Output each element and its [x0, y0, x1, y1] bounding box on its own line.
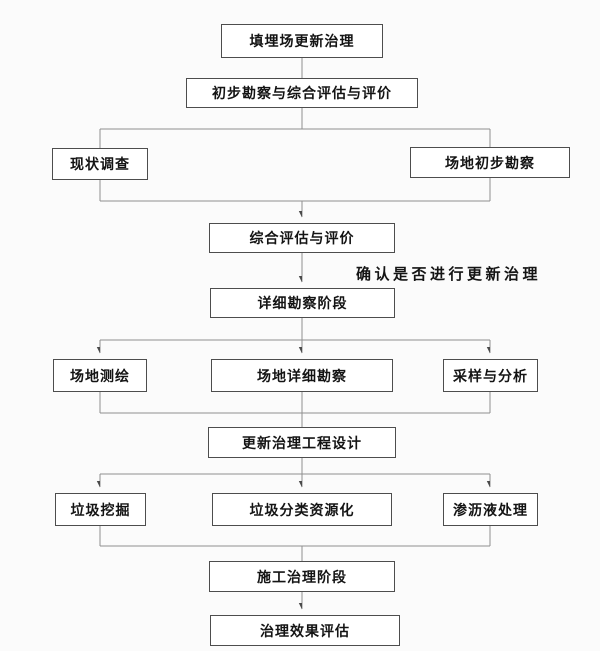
annotation-confirm-renewal: 确认是否进行更新治理 [356, 267, 542, 283]
node-leachate-treatment: 渗沥液处理 [443, 493, 538, 526]
node-renewal-engineering-design: 更新治理工程设计 [208, 427, 396, 458]
node-current-status-survey: 现状调查 [52, 148, 148, 180]
node-detailed-survey-stage: 详细勘察阶段 [210, 288, 395, 318]
node-construction-treatment-stage: 施工治理阶段 [209, 561, 395, 592]
node-treatment-effect-evaluation: 治理效果评估 [210, 615, 400, 646]
node-comprehensive-assessment: 综合评估与评价 [209, 223, 395, 253]
node-site-mapping: 场地测绘 [53, 359, 147, 392]
node-site-detailed-survey: 场地详细勘察 [211, 359, 393, 392]
node-sampling-analysis: 采样与分析 [443, 359, 538, 392]
node-waste-sorting-resource-recovery: 垃圾分类资源化 [212, 493, 392, 526]
node-site-preliminary-survey: 场地初步勘察 [410, 147, 570, 178]
node-preliminary-survey-assessment: 初步勘察与综合评估与评价 [186, 78, 418, 108]
node-waste-excavation: 垃圾挖掘 [55, 493, 146, 526]
node-landfill-renewal-treatment: 填埋场更新治理 [221, 24, 383, 58]
